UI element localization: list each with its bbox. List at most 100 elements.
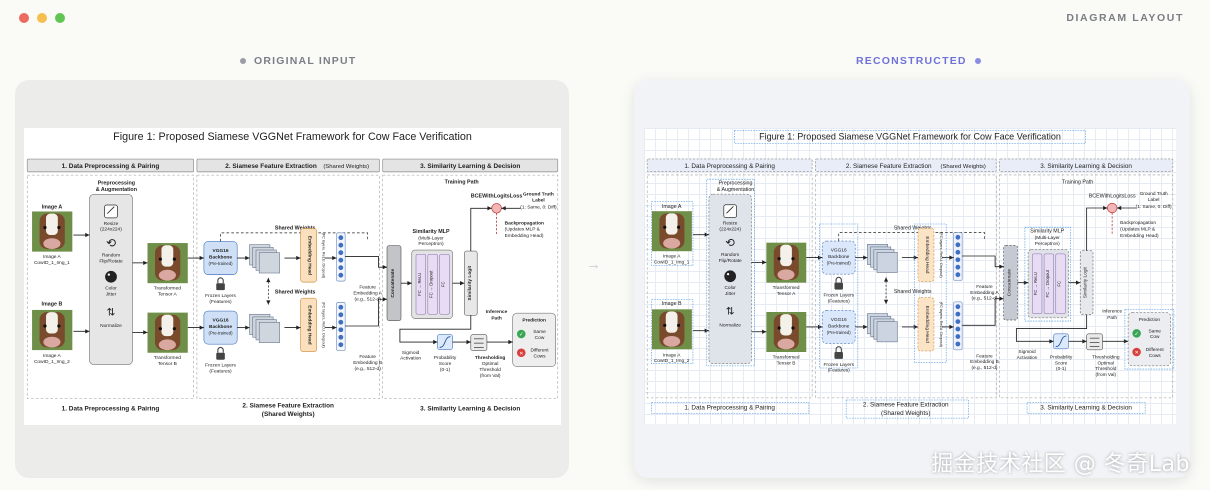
image-a-muzzle [43,238,61,249]
gt-label-3: (1: Same, 0: Diff) [520,204,557,210]
lock-icon-a [834,282,843,290]
normalize-label: Normalize [719,322,741,328]
feature-b-label-1: Feature [976,353,993,359]
arrow-head [332,325,337,330]
arrow-head [85,329,90,334]
tensor-a-label-1: Transformed [773,285,800,291]
arrow-head [949,255,954,260]
minimize-dot[interactable] [37,13,47,23]
embedding-unit-b-2 [955,319,961,324]
lock-shackle-a [835,276,842,283]
arrow-head [382,264,388,270]
embedding-unit-a-4 [338,265,344,271]
vgg-label-2-b: Backbone [209,324,232,330]
tensor-a-blaze [161,245,174,267]
section-3-container [999,174,1174,399]
mlp-layer-label-3: FC [1057,281,1062,287]
section-2-header [196,158,380,173]
section-1-header [646,158,813,173]
tensor-a-label-1: Transformed [154,286,181,292]
arrow-logit-to-sigmoid [399,315,472,343]
normalize-icon: ⇅ [726,306,735,318]
image-b-blaze [46,312,58,334]
embedding-unit-a-1 [955,242,961,248]
mlp-sub-2: Perceptron) [418,241,444,247]
vgg-label-3-a: (Pre-trained) [209,261,234,266]
sigmoid-curve [439,336,451,348]
embedding-unit-b-3 [338,327,344,333]
feature-b-label-3: (e.g., 512-d) [971,365,997,371]
section-2-subtitle: (Shared Weights) [941,164,986,170]
feature-a-label-3: (e.g., 512-d) [355,296,382,302]
image-b-caption-2: CowID_1_Img_2 [34,359,70,365]
jitter-label-2: Jitter [725,291,736,297]
inference-label-2: Path [491,316,502,322]
vgg-label-1-a: VGG16 [212,248,228,254]
palette-icon [724,270,737,283]
maximize-dot[interactable] [55,13,65,23]
reconstructed-figure: Figure 1: Proposed Siamese VGGNet Framew… [644,128,1176,424]
arrow-head [913,324,918,330]
resize-label-1: Resize [723,221,738,227]
mlp-layer-label-1: FC → ReLU [1033,272,1038,295]
feature-a-label-3: (e.g., 512-d) [971,296,997,302]
frozen-label-2-a: (Features) [209,299,232,305]
section-3-header [999,158,1174,173]
footer-2-bbox [845,399,969,419]
flip-label-1: Random [721,252,739,258]
arrow-head [407,281,412,286]
resize-icon [104,204,118,219]
embedding-head-sub-b: (FC layers, ReLU, Dropout) [939,302,943,347]
shared-weights-top: Shared Weights [894,225,932,231]
backprop-label-1: Backpropagation [505,220,544,226]
image-a-caption-1: Image A [43,254,61,260]
shared-weights-mid: Shared Weights [275,289,315,295]
embedding-unit-b-1 [955,311,961,317]
threshold-icon [1086,333,1103,351]
sigmoid-label-1: Sigmoid [402,350,420,356]
feature-map-b-3 [258,321,280,343]
tensor-a-muzzle [158,269,176,281]
tensor-a-eye-right [172,257,176,261]
tensor-a-label-2: Tensor A [777,291,796,297]
embedding-unit-a-5 [955,272,961,278]
window-controls [19,13,65,23]
palette-dot [107,273,111,276]
mlp-layer-label-2: FC → Dropout [429,270,434,298]
resize-label-2: (224x224) [100,227,122,233]
preproc-title-2: & Augmentation [717,187,755,193]
backprop-label-3: Embedding Head) [505,233,544,239]
image-b-caption-1: Image A [663,352,681,358]
inference-label-1: Inference [486,309,508,315]
inference-label-2: Path [1107,315,1117,321]
image-b-label: Image B [662,301,682,307]
tensor-b-muzzle [158,339,176,351]
close-dot[interactable] [19,13,29,23]
frozen-label-1-a: Frozen Layers [823,293,854,299]
vgg-label-3-b: (Pre-trained) [827,330,851,335]
threshold-label-2: Optimal [1098,360,1114,366]
same-cow-check-icon [1132,329,1141,338]
similarity-logit-block [1079,250,1094,315]
concatenate-block [1003,245,1018,321]
jitter-label-1: Color [105,286,117,292]
arrow-head [863,255,868,260]
shared-weights-top-arc [838,232,985,242]
arrow-head [863,324,868,330]
lock-shackle-b [835,346,842,352]
embedding-unit-b-3 [955,326,961,332]
embedding-unit-b-0 [338,304,344,310]
prob-label-1: Probability [1050,354,1073,360]
lock-icon-b [834,352,843,359]
mlp-sub-1: (Multi-Layer [1035,235,1061,241]
section-3-title: 3. Similarity Learning & Decision [420,163,520,170]
x-glyph: ✕ [1135,350,1139,356]
embedding-head-sub-a: (FC layers, ReLU, Dropout) [939,232,943,277]
arrow-right-icon: → [586,256,601,273]
arrow-head [332,255,337,261]
tensor-a-eye-left [158,257,163,261]
embedding-unit-a-0 [338,235,344,241]
mlp-layer-1 [1043,253,1054,314]
image-a-eye-right [57,225,61,230]
prob-label-1: Probability [434,355,457,361]
